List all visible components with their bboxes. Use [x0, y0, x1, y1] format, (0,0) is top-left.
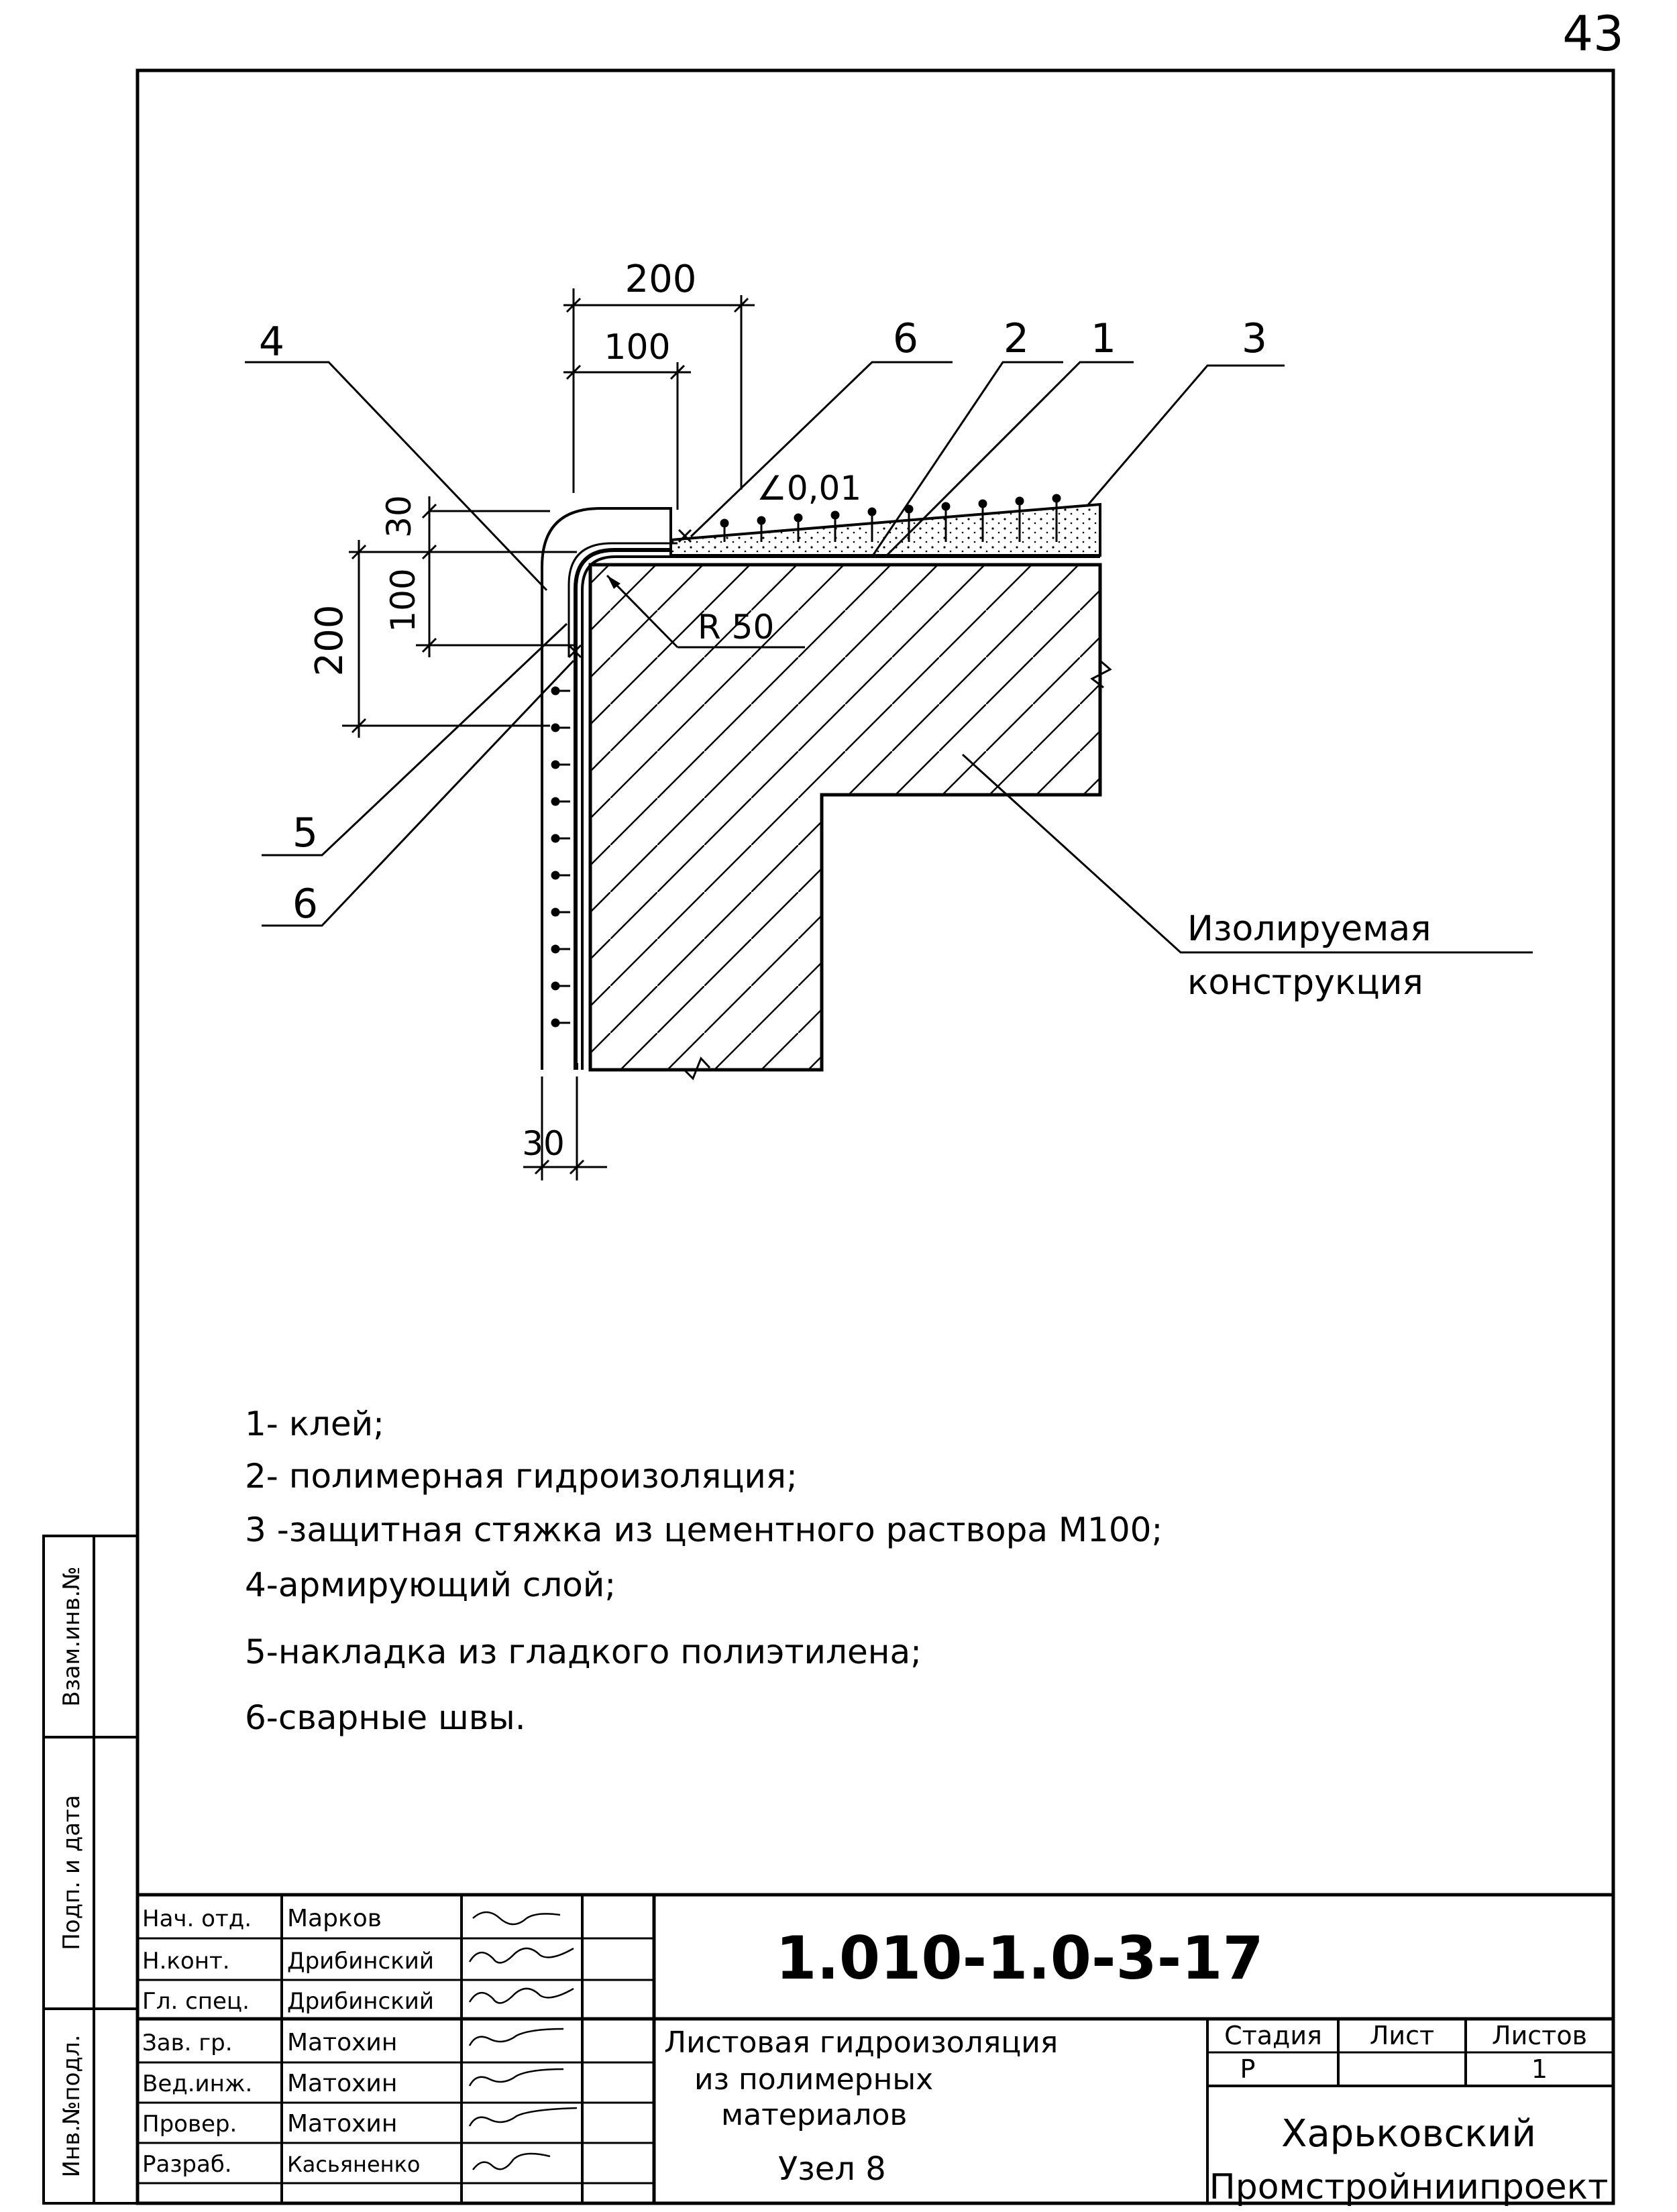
dim-200-left: 200	[308, 605, 351, 677]
adhesive-layer	[581, 555, 1100, 1070]
title-block: Нач. отд. Марков Н.конт. Дрибинский Гл. …	[138, 1893, 1613, 2207]
legend-item-2: 2- полимерная гидроизоляция;	[245, 1457, 798, 1496]
structure-label-line1: Изолируемая	[1187, 909, 1431, 949]
dim-30-left: 30	[380, 495, 419, 538]
callout-leaders	[245, 361, 1533, 954]
legend-item-6: 6-сварные швы.	[245, 1698, 526, 1737]
dim-100-top: 100	[604, 327, 670, 368]
title-line3: материалов	[721, 2098, 907, 2132]
name-2: Дрибинский	[287, 1988, 434, 2015]
name-1: Дрибинский	[287, 1948, 434, 1975]
stamp-vzam: Взам.инв.№	[58, 1566, 85, 1706]
protective-screed	[669, 502, 1101, 557]
radius-leader	[606, 574, 679, 649]
fasteners-vertical	[551, 686, 570, 1028]
name-3: Матохин	[287, 2029, 397, 2056]
callout-2: 2	[1004, 315, 1029, 362]
role-6: Разраб.	[142, 2151, 232, 2178]
title-line2: из полимерных	[694, 2062, 933, 2097]
dimensions-top	[563, 288, 755, 510]
slope-label: ∠0,01	[757, 469, 861, 508]
reinforcing-layer	[567, 542, 678, 657]
role-0: Нач. отд.	[142, 1905, 252, 1932]
sheet-header: Лист	[1370, 2021, 1434, 2050]
callout-4: 4	[259, 319, 284, 366]
legend-item-5: 5-накладка из гладкого полиэтилена;	[245, 1633, 922, 1671]
callout-6-top: 6	[893, 315, 918, 362]
callout-1: 1	[1091, 315, 1116, 362]
dimension-bottom	[523, 1076, 607, 1180]
dimensions-left	[342, 496, 577, 738]
side-stamp: Взам.инв.№ Подп. и дата Инв.№подл.	[42, 1535, 139, 2205]
insulated-structure	[588, 563, 1102, 1072]
org-line2: Промстройниипроект	[1209, 2167, 1609, 2207]
signatures	[468, 1911, 578, 2170]
role-4: Вед.инж.	[142, 2070, 252, 2097]
name-4: Матохин	[287, 2070, 397, 2097]
document-code: 1.010-1.0-3-17	[775, 1924, 1264, 1993]
sheets-value: 1	[1531, 2054, 1548, 2084]
sheets-header: Листов	[1492, 2021, 1587, 2050]
role-2: Гл. спец.	[142, 1988, 250, 2015]
stage-header: Стадия	[1224, 2021, 1322, 2050]
org-line1: Харьковский	[1281, 2112, 1536, 2156]
page-number: 43	[1562, 5, 1624, 62]
callout-3: 3	[1242, 315, 1267, 362]
callout-6-bottom: 6	[292, 881, 318, 928]
name-6: Касьяненко	[287, 2152, 420, 2177]
role-5: Провер.	[142, 2111, 237, 2138]
protective-screed-vertical	[541, 507, 672, 1070]
stamp-inv: Инв.№подл.	[58, 2035, 85, 2178]
stamp-podp: Подп. и дата	[58, 1795, 85, 1950]
callout-5: 5	[292, 810, 318, 856]
title-line1: Листовая гидроизоляция	[664, 2026, 1058, 2060]
legend-item-1: 1- клей;	[245, 1404, 384, 1443]
waterproofing-layer	[574, 548, 671, 1070]
fasteners-horizontal	[720, 494, 1061, 542]
detail-drawing: 200 100 30 100 200 30 ∠0,01	[245, 258, 1533, 1180]
dim-100-left: 100	[384, 568, 423, 632]
legend: 1- клей; 2- полимерная гидроизоляция; 3 …	[245, 1404, 1162, 1737]
dim-30-bottom: 30	[522, 1124, 565, 1163]
radius-label: R 50	[698, 608, 774, 647]
role-3: Зав. гр.	[142, 2030, 233, 2056]
dim-200-top: 200	[625, 258, 697, 301]
name-0: Марков	[287, 1905, 382, 1932]
title-line4: Узел 8	[778, 2150, 886, 2188]
structure-label-line2: конструкция	[1187, 962, 1423, 1003]
legend-item-3: 3 -защитная стяжка из цементного раствор…	[245, 1510, 1162, 1549]
role-1: Н.конт.	[142, 1948, 230, 1975]
weld-marks	[567, 529, 692, 659]
drawing-frame	[136, 68, 1615, 2205]
legend-item-4: 4-армирующий слой;	[245, 1565, 616, 1604]
name-5: Матохин	[287, 2110, 397, 2138]
stage-value: Р	[1240, 2054, 1256, 2084]
